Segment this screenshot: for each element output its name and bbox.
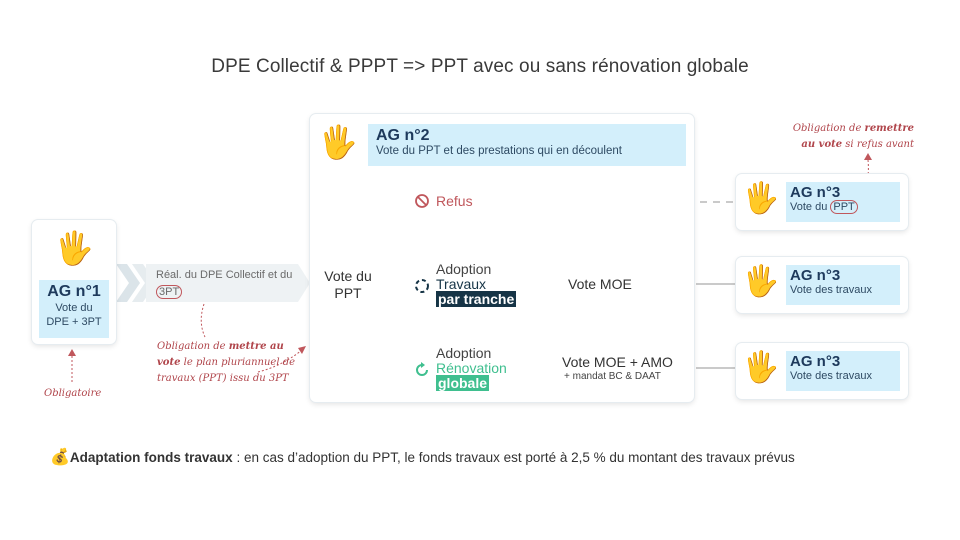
ag3-title-1: AG n°3 [790,184,841,201]
no-entry-icon [414,193,430,209]
ag2-card: 🖐️ AG n°2 Vote du PPT et des prestations… [310,114,694,402]
raised-hand-icon: 🖐️ [742,182,780,215]
footer-text: : en cas d’adoption du PPT, le fonds tra… [232,450,795,465]
ag1-title: AG n°1 [47,283,101,300]
step-realisation: Réal. du DPE Collectif et du 3PT [146,264,298,302]
raised-hand-icon: 🖐️ [318,124,358,160]
branch-globale-line2: Rénovation [436,360,507,376]
raised-hand-icon: 🖐️ [54,230,94,266]
ag3-circled-ppt: PPT [830,200,858,214]
ag1-label: AG n°1 Vote du DPE + 3PT [39,280,109,338]
ag3-subtitle-2: Vote des travaux [790,284,872,296]
branch-tranche: Adoption Travaux par tranche [436,261,517,307]
refresh-circle-icon [414,362,430,378]
branch-tranche-line1: Adoption [436,261,492,277]
vote-ppt: Vote du PPT [324,268,372,301]
ag3-card-refus: 🖐️ AG n°3 Vote du PPT [736,174,908,230]
tag-par-tranche: par tranche [436,291,517,307]
raised-hand-icon: 🖐️ [742,265,780,298]
ag1-subtitle: Vote du DPE + 3PT [46,302,102,328]
step-circled: 3PT [156,285,183,299]
note-left: Obligation de mettre au vote le plan plu… [157,341,296,384]
ag3-subtitle-1: Vote du [790,201,831,213]
ag3-label-1: AG n°3 Vote du PPT [786,182,900,222]
ag2-subtitle: Vote du PPT et des prestations qui en dé… [376,145,622,157]
tag-globale: globale [436,375,490,391]
branch-refus: Refus [436,193,473,209]
ag3-title-2: AG n°3 [790,267,841,284]
branch-globale: Adoption Rénovation globale [436,346,507,391]
vote-moe: Vote MOE [568,276,632,292]
ag3-title-3: AG n°3 [790,353,841,370]
ag3-card-globale: 🖐️ AG n°3 Vote des travaux [736,343,908,399]
vote-moe-amo: Vote MOE + AMO [562,354,673,370]
ag2-label: AG n°2 Vote du PPT et des prestations qu… [368,124,686,166]
raised-hand-icon: 🖐️ [742,351,780,384]
step-arrow-tip [298,264,310,302]
dashed-circle-icon [414,278,430,294]
page-title: DPE Collectif & PPPT => PPT avec ou sans… [211,56,749,77]
step-text: Réal. du DPE Collectif et du [156,269,293,281]
ag3-card-tranche: 🖐️ AG n°3 Vote des travaux [736,257,908,313]
vote-moe-amo-sub: + mandat BC & DAAT [564,371,661,382]
money-bag-icon: 💰 [50,449,70,466]
footer-note: 💰Adaptation fonds travaux : en cas d’ado… [50,448,890,468]
ag1-card: 🖐️ AG n°1 Vote du DPE + 3PT [32,220,116,344]
ag2-title: AG n°2 [376,127,430,144]
ag3-label-3: AG n°3 Vote des travaux [786,351,900,391]
footer-bold: Adaptation fonds travaux [69,450,233,465]
branch-globale-line1: Adoption [436,345,492,361]
ag3-subtitle-3: Vote des travaux [790,370,872,382]
chevron-arrow-1 [116,264,140,302]
ag1-note: Obligatoire [44,388,102,399]
branch-tranche-line2: Travaux [436,276,487,292]
ag3-label-2: AG n°3 Vote des travaux [786,265,900,305]
note-right: Obligation de remettre au vote si refus … [792,123,914,150]
